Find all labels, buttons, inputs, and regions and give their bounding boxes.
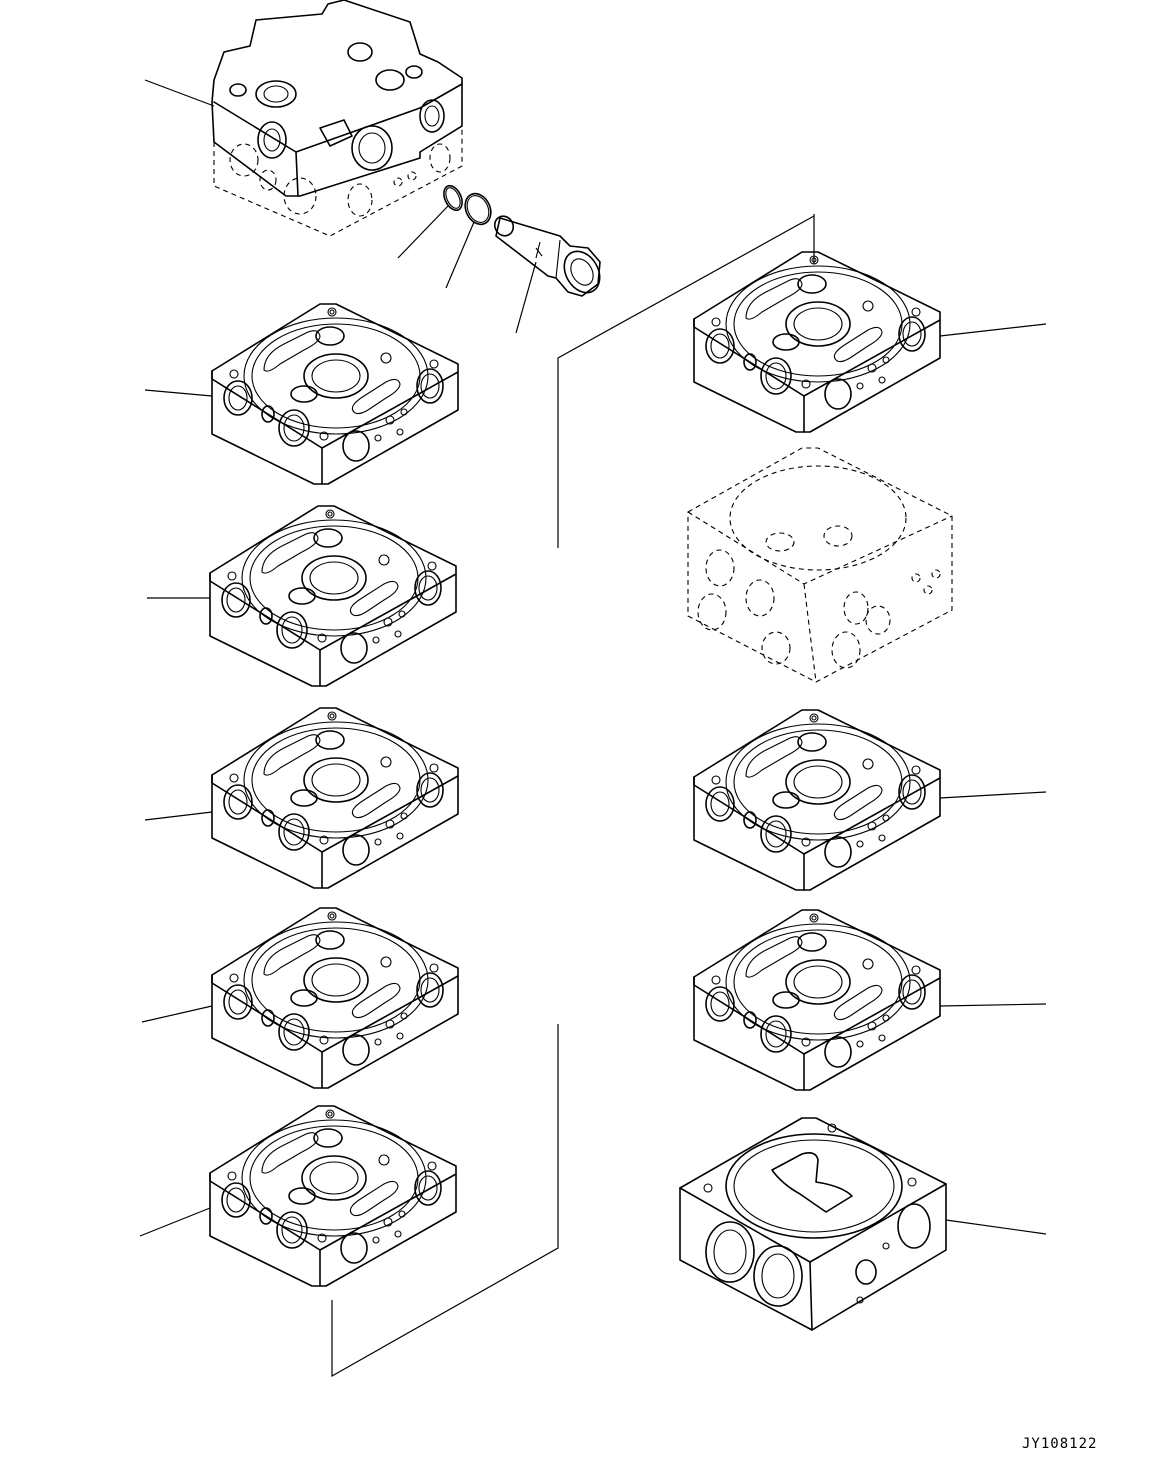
section-left-5-part [209, 1105, 457, 1287]
section-right-4-part [679, 1117, 947, 1331]
o-ring-large-part [464, 192, 492, 226]
leader-lines [139, 79, 1047, 1237]
section-left-3-part [211, 707, 459, 889]
o-ring-small-part [443, 184, 463, 212]
section-right-2-part [693, 709, 941, 891]
end-cover-part [211, 0, 463, 237]
section-right-3-part [693, 909, 941, 1091]
plug-part [493, 215, 601, 297]
drawing-reference-code: JY108122 [1022, 1436, 1098, 1452]
section-right-1-part [693, 251, 941, 433]
section-left-1-part [211, 303, 459, 485]
section-left-4-part [211, 907, 459, 1089]
section-left-2-part [209, 505, 457, 687]
section-right-ghost-part [687, 447, 953, 683]
assembly-connection-lines [331, 214, 815, 1378]
